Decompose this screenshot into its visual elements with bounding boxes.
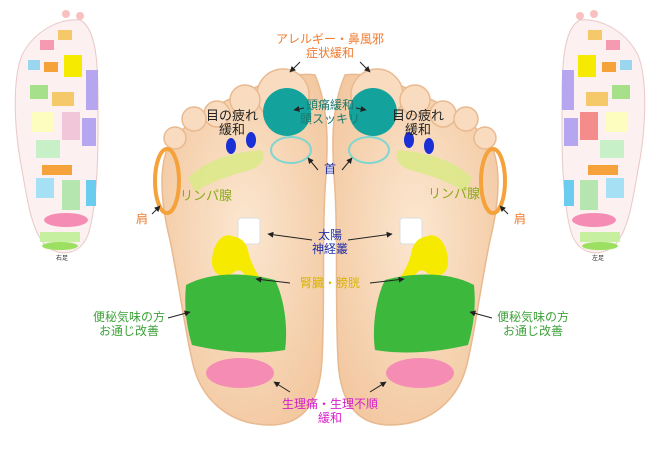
- left-foot: [153, 68, 328, 426]
- left-eye-point-1: [226, 138, 236, 154]
- right-solar-plexus: [399, 217, 423, 245]
- right-toe-4: [453, 106, 479, 132]
- left-intestine-zone: [185, 274, 287, 353]
- left-lymph-zone: [188, 150, 264, 192]
- left-eye-point-2: [246, 132, 256, 148]
- left-headache-zone: [263, 88, 311, 136]
- constipation-label-right: 便秘気味の方 お通じ改善: [496, 310, 569, 338]
- lymph-label-right: リンパ腺: [427, 187, 480, 202]
- shoulder-label-left: 肩: [135, 212, 148, 226]
- right-reproductive-zone: [386, 358, 454, 388]
- left-toe-5: [163, 126, 187, 150]
- right-headache-zone: [349, 88, 397, 136]
- shoulder-label-right: 肩: [513, 212, 526, 226]
- left-solar-plexus: [237, 217, 261, 245]
- right-intestine-zone: [373, 274, 475, 353]
- eye-label-left: 目の疲れ 緩和: [205, 109, 258, 138]
- left-shoulder-zone: [153, 147, 181, 215]
- right-eye-point-1: [424, 138, 434, 154]
- left-toe-2: [229, 84, 261, 116]
- headache-label: 頭痛緩和 頭スッキリ: [299, 98, 360, 126]
- neck-label: 首: [323, 162, 336, 176]
- left-neck-zone: [270, 136, 312, 164]
- right-foot: [332, 68, 507, 426]
- kidney-label: 腎臓・膀胱: [299, 276, 360, 290]
- eye-label-right: 目の疲れ 緩和: [391, 109, 444, 138]
- constipation-label-left: 便秘気味の方 お通じ改善: [92, 310, 165, 338]
- mini-map-right-caption: 右足: [55, 255, 68, 262]
- right-toe-2: [399, 84, 431, 116]
- lymph-label-left: リンパ腺: [179, 189, 232, 204]
- left-toe-4: [181, 106, 207, 132]
- allergy-label: アレルギー・鼻風邪 症状緩和: [275, 32, 384, 60]
- leader-arrows: [151, 61, 509, 393]
- right-eye-point-2: [404, 132, 414, 148]
- right-toe-5: [473, 126, 497, 150]
- mini-map-left-foot: [561, 10, 646, 254]
- solar-plexus-label: 太陽 神経叢: [311, 228, 348, 256]
- right-lymph-zone: [396, 150, 472, 192]
- menstrual-label: 生理痛・生理不順 緩和: [281, 397, 378, 425]
- mini-map-left-caption: 左足: [591, 255, 604, 262]
- left-reproductive-zone: [206, 358, 274, 388]
- right-neck-zone: [348, 136, 390, 164]
- mini-map-right-foot: [14, 10, 99, 254]
- right-shoulder-zone: [479, 147, 507, 215]
